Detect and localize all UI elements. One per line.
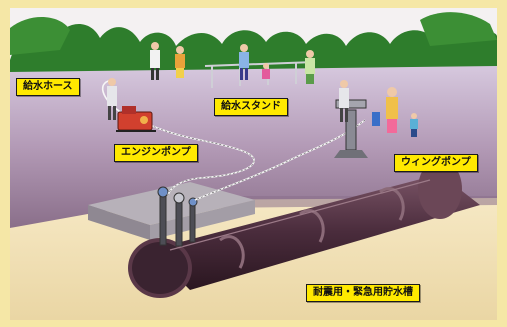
person-stand-2: [175, 46, 185, 78]
person-child: [410, 113, 418, 137]
person-stand-5: [305, 50, 315, 84]
person-stand-3: [239, 44, 249, 80]
label-water-stand: 給水スタンド: [214, 98, 288, 116]
person-stand-1: [150, 42, 160, 80]
tree-line: [10, 12, 497, 80]
people: [107, 42, 418, 137]
engine-pump: [116, 106, 156, 132]
label-engine-pump: エンジンポンプ: [114, 144, 198, 162]
label-water-hose: 給水ホース: [16, 78, 80, 96]
person-engine: [107, 78, 117, 120]
valve-assembly: [157, 186, 198, 247]
person-woman: [372, 87, 398, 133]
hose-dashes: [149, 119, 366, 201]
person-stand-4: [262, 63, 270, 79]
wing-pump: [334, 99, 368, 158]
label-water-tank: 耐震用・緊急用貯水槽: [306, 284, 420, 302]
label-wing-pump: ウィングポンプ: [394, 154, 478, 172]
water-tank: [128, 159, 480, 298]
person-pump: [339, 80, 349, 122]
